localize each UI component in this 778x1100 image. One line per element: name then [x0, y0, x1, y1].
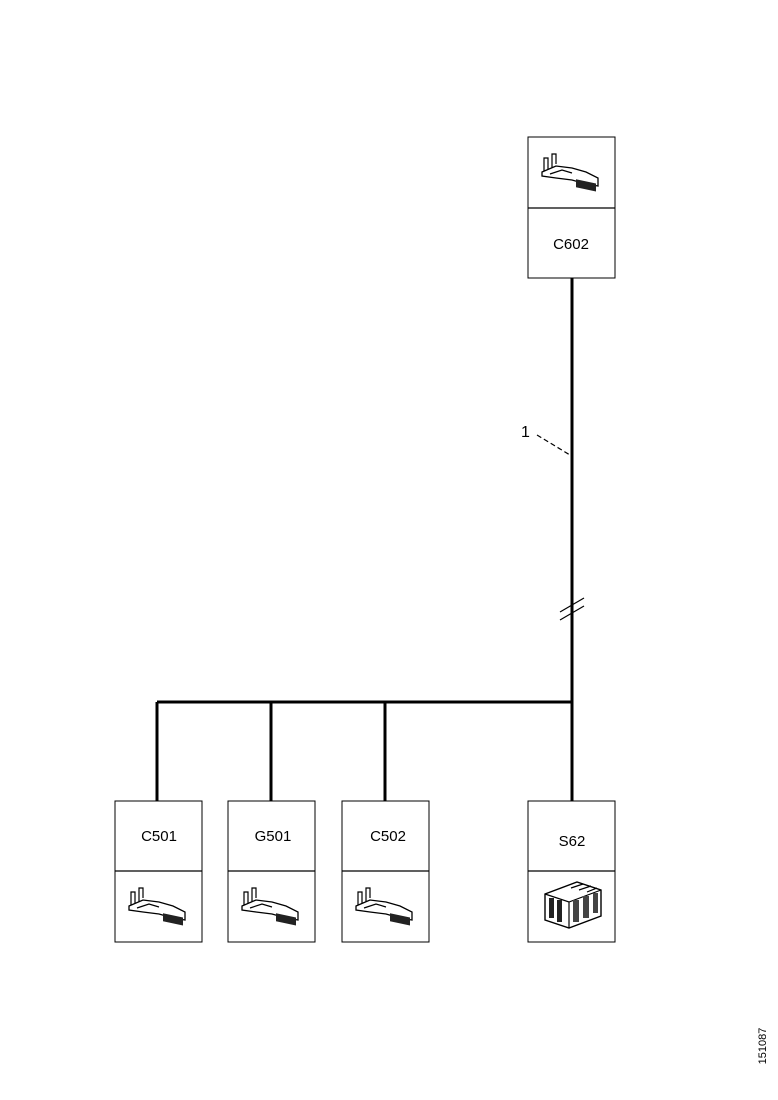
connector-c502-label: C502 [370, 828, 406, 845]
connector-c502[interactable]: C502 [341, 800, 430, 943]
wire-callout-label: 1 [521, 424, 530, 441]
reference-id: 151087 [757, 1028, 769, 1065]
connector-c501-label: C501 [141, 828, 177, 845]
connector-s62-label: S62 [559, 833, 586, 850]
break-mark [559, 597, 585, 621]
connector-g501-label: G501 [255, 828, 292, 845]
connector-c602-label: C602 [553, 236, 589, 253]
connector-c501[interactable]: C501 [114, 800, 203, 943]
connector-g501[interactable]: G501 [227, 800, 316, 943]
connector-s62[interactable]: S62 [527, 800, 616, 943]
wire-callout: 1 [521, 424, 571, 456]
connector-c602[interactable]: C602 [527, 136, 616, 279]
